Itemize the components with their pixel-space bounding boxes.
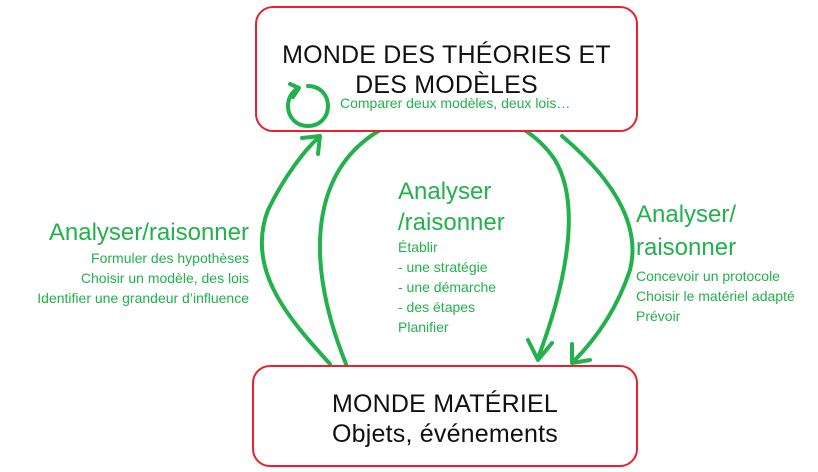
left-arrow [259, 136, 332, 366]
center-path-heading-line2: /raisonner [398, 209, 505, 236]
right-path-item: Choisir le matériel adapté [636, 288, 795, 304]
right-path-item: Prévoir [636, 308, 681, 324]
right-path-heading-line2: raisonner [636, 234, 737, 261]
left-arrowhead [300, 134, 322, 156]
material-world-subtitle: Objets, événements [332, 420, 558, 448]
right-arrow [560, 134, 635, 364]
left-path-item: Identifier une grandeur d’influence [37, 290, 249, 306]
theories-title-line1: MONDE DES THÉORIES ET [282, 41, 611, 69]
center-path-item: - une stratégie [398, 259, 488, 275]
center-path-item: - des étapes [398, 299, 476, 315]
right-path-heading-line1: Analyser/ [636, 201, 737, 228]
theories-models-box: MONDE DES THÉORIES ET DES MODÈLES [255, 6, 638, 132]
center-path-heading-line1: Analyser [398, 178, 492, 205]
cycle-arrow-icon [285, 82, 331, 129]
right-arrowhead [570, 342, 592, 365]
cycle-note: Comparer deux modèles, deux lois… [340, 95, 571, 111]
left-path-heading: Analyser/raisonner [48, 219, 249, 246]
theories-models-title: MONDE DES THÉORIES ET DES MODÈLES [267, 40, 626, 100]
center-path-item: Planifier [398, 319, 449, 335]
right-path-item: Concevoir un protocole [636, 268, 780, 284]
left-path-item: Formuler des hypothèses [91, 250, 249, 266]
right-path-annotations: Analyser/ raisonner Concevoir un protoco… [636, 200, 795, 326]
center-path-annotations: Analyser /raisonner Établir - une straté… [398, 175, 505, 337]
center-path-item: Établir [398, 239, 438, 255]
material-world-box: MONDE MATÉRIEL Objets, événements [252, 365, 638, 467]
material-world-title: MONDE MATÉRIEL [332, 390, 558, 418]
theories-title-line2: DES MODÈLES [355, 71, 538, 99]
left-path-item: Choisir un modèle, des lois [80, 270, 249, 286]
left-path-annotations: Analyser/raisonner Formuler des hypothès… [37, 218, 249, 308]
center-path-item: - une démarche [398, 279, 497, 295]
center-arch-arrowhead [526, 338, 554, 362]
